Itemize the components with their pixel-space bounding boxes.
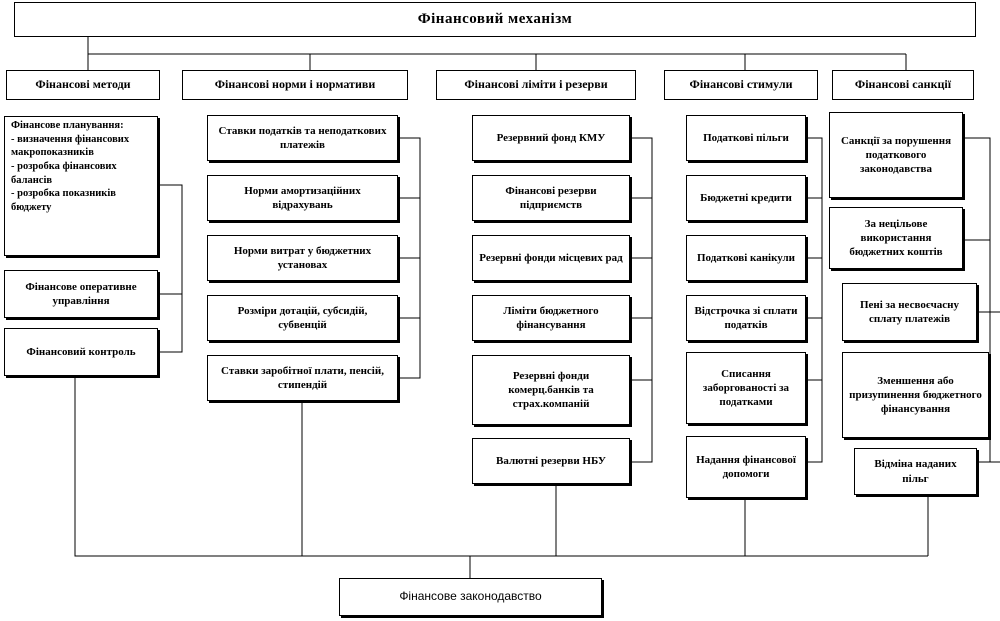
limits-item-cabinet-reserve: Резервний фонд КМУ [472,115,630,161]
stimuli-item-debt-writeoff: Списання заборгованості за податками [686,352,806,424]
sanctions-item-penalties: Пені за несвоєчасну сплату платежів [842,283,977,341]
stimuli-item-budget-credits: Бюджетні кредити [686,175,806,221]
stimuli-item-tax-deferral: Відстрочка зі сплати податків [686,295,806,341]
limits-item-nbu-reserve: Валютні резерви НБУ [472,438,630,484]
limits-item-local-reserve: Резервні фонди місцевих рад [472,235,630,281]
stimuli-bracket [806,137,823,463]
methods-item-control: Фінансовий контроль [4,328,158,376]
stimuli-item-tax-benefits: Податкові пільги [686,115,806,161]
sanctions-side-line [990,311,1000,463]
diagram-title: Фінансовий механізм [14,2,976,37]
norms-item-tax-rates: Ставки податків та неподаткових платежів [207,115,398,161]
norms-bracket [398,137,421,379]
category-stimuli: Фінансові стимули [664,70,818,100]
sanctions-item-funding-suspension: Зменшення або призупинення бюджетного фі… [842,352,989,438]
methods-item-planning: Фінансове планування: - визначення фінан… [4,116,158,256]
limits-bracket [630,137,653,463]
category-limits: Фінансові ліміти і резерви [436,70,636,100]
norms-item-subsidies: Розміри дотацій, субсидій, субвенцій [207,295,398,341]
norms-item-depreciation: Норми амортизаційних відрахувань [207,175,398,221]
footer-legislation: Фінансове законодавство [339,578,602,616]
methods-item-operational: Фінансове оперативне управління [4,270,158,318]
bottom-connector [74,378,929,578]
limits-item-enterprise-reserve: Фінансові резерви підприємств [472,175,630,221]
sanctions-bracket [963,137,991,463]
limits-item-budget-limits: Ліміти бюджетного фінансування [472,295,630,341]
norms-item-wages: Ставки заробітної плати, пенсій, стипенд… [207,355,398,401]
limits-item-commercial-reserve: Резервні фонди комерц.банків та страх.ко… [472,355,630,425]
stimuli-item-tax-holidays: Податкові канікули [686,235,806,281]
category-norms: Фінансові норми і нормативи [182,70,408,100]
sanctions-item-misuse: За нецільове використання бюджетних кошт… [829,207,963,269]
category-methods: Фінансові методи [6,70,160,100]
norms-item-budget-costs: Норми витрат у бюджетних установах [207,235,398,281]
sanctions-item-tax-violations: Санкції за порушення податкового законод… [829,112,963,198]
sanctions-item-benefit-cancellation: Відміна наданих пільг [854,448,977,495]
top-connector [87,37,907,70]
stimuli-item-financial-aid: Надання фінансової допомоги [686,436,806,498]
category-sanctions: Фінансові санкції [832,70,974,100]
methods-bracket [158,184,183,353]
